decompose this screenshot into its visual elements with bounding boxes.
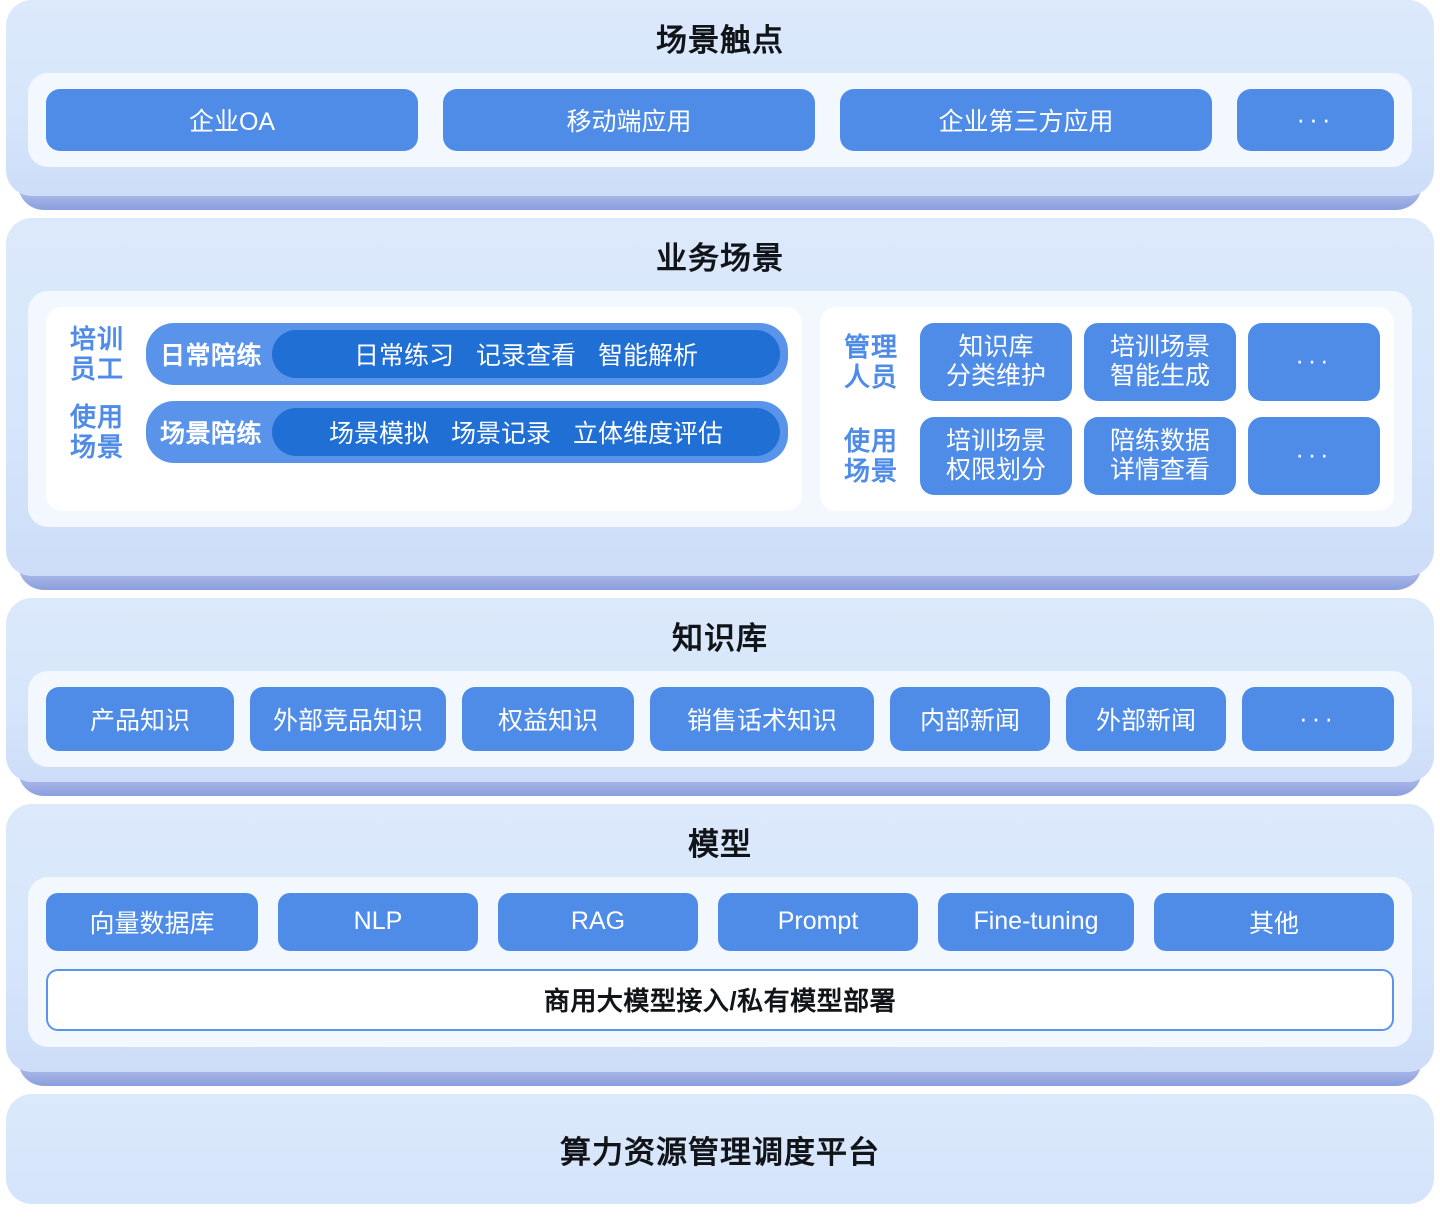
chip-training-data-detail-view[interactable]: 陪练数据 详情查看 — [1084, 416, 1236, 495]
ellipsis-icon[interactable]: ··· — [1242, 686, 1394, 751]
pill-item-scenario-record[interactable]: 场景记录 — [451, 419, 552, 448]
spacer — [0, 1086, 1440, 1094]
chip-line1: 培训场景 — [1109, 333, 1210, 361]
business-right-panel: 管理 人员 知识库 分类维护 — [820, 306, 1394, 511]
spacer — [0, 796, 1440, 804]
model-chip-rag[interactable]: RAG — [498, 892, 698, 951]
role-label-line2: 人员 — [843, 361, 898, 392]
section-title-scene-touchpoints: 场景触点 — [656, 23, 784, 58]
chip-line1: 培训场景 — [945, 427, 1046, 455]
spacer — [0, 210, 1440, 218]
knowledge-base-row: 产品知识 外部竞品知识 权益知识 销售话术知识 内部新闻 外部新闻 ··· — [46, 686, 1394, 751]
business-row-usage-scenario-right: 使用 场景 培训场景 权限划分 — [834, 416, 1380, 495]
business-scenarios-card: 培训 员工 日常陪练 日常练习 记录查看 智能解析 — [28, 290, 1412, 527]
pill-daily-training[interactable]: 日常陪练 日常练习 记录查看 智能解析 — [146, 322, 788, 385]
chip-knowledge-base-category-maintenance[interactable]: 知识库 分类维护 — [920, 322, 1072, 401]
chip-training-scenario-permission-division[interactable]: 培训场景 权限划分 — [920, 416, 1072, 495]
chip-line1: 陪练数据 — [1109, 427, 1210, 455]
model-chip-prompt[interactable]: Prompt — [718, 892, 918, 951]
business-left-panel: 培训 员工 日常陪练 日常练习 记录查看 智能解析 — [46, 306, 802, 511]
kb-chip-internal-news[interactable]: 内部新闻 — [890, 686, 1050, 751]
usage-chip-row: 培训场景 权限划分 陪练数据 详情查看 — [920, 416, 1380, 495]
section-compute-platform: 算力资源管理调度平台 — [6, 1094, 1434, 1204]
role-label-line2: 场景 — [843, 455, 898, 486]
band-body: 知识库 产品知识 外部竞品知识 权益知识 销售话术知识 内部新闻 外部新闻 ··… — [6, 598, 1434, 782]
touchpoints-card: 企业OA 移动端应用 企业第三方应用 ··· — [28, 72, 1412, 167]
section-model: 模型 向量数据库 NLP RAG Prompt Fine-tuning 其他 商… — [0, 804, 1440, 1086]
chip-line1: 知识库 — [958, 333, 1034, 361]
band-body: 模型 向量数据库 NLP RAG Prompt Fine-tuning 其他 商… — [6, 804, 1434, 1072]
spacer — [0, 590, 1440, 598]
ellipsis-icon[interactable]: ··· — [1248, 322, 1380, 401]
role-label-line1: 使用 — [69, 401, 124, 432]
band-body: 场景触点 企业OA 移动端应用 企业第三方应用 ··· — [6, 0, 1434, 196]
pill-label-daily-training: 日常陪练 — [160, 341, 263, 370]
pill-inner-daily-training-items: 日常练习 记录查看 智能解析 — [272, 329, 780, 378]
section-scene-touchpoints: 场景触点 企业OA 移动端应用 企业第三方应用 ··· — [0, 0, 1440, 210]
kb-chip-product-knowledge[interactable]: 产品知识 — [46, 686, 234, 751]
knowledge-base-card: 产品知识 外部竞品知识 权益知识 销售话术知识 内部新闻 外部新闻 ··· — [28, 670, 1412, 767]
ellipsis-icon[interactable]: ··· — [1248, 416, 1380, 495]
chip-line2: 分类维护 — [945, 361, 1046, 390]
model-chip-vector-database[interactable]: 向量数据库 — [46, 892, 258, 951]
section-knowledge-base: 知识库 产品知识 外部竞品知识 权益知识 销售话术知识 内部新闻 外部新闻 ··… — [0, 598, 1440, 796]
business-row-admin-staff: 管理 人员 知识库 分类维护 — [834, 322, 1380, 401]
model-chip-row: 向量数据库 NLP RAG Prompt Fine-tuning 其他 — [46, 892, 1394, 951]
pill-scenario-training[interactable]: 场景陪练 场景模拟 场景记录 立体维度评估 — [146, 400, 788, 463]
model-chip-fine-tuning[interactable]: Fine-tuning — [938, 892, 1134, 951]
touchpoint-chip-enterprise-oa[interactable]: 企业OA — [46, 88, 418, 151]
model-chip-other[interactable]: 其他 — [1154, 892, 1394, 951]
section-title-business-scenarios: 业务场景 — [656, 241, 784, 276]
role-label-admin-staff: 管理 人员 — [834, 332, 908, 392]
section-title-knowledge-base: 知识库 — [672, 621, 768, 656]
chip-line2: 智能生成 — [1109, 361, 1210, 390]
chip-training-scenario-smart-generation[interactable]: 培训场景 智能生成 — [1084, 322, 1236, 401]
pill-label-scenario-training: 场景陪练 — [160, 419, 263, 448]
kb-chip-external-competitor-knowledge[interactable]: 外部竞品知识 — [250, 686, 446, 751]
business-scenarios-grid: 培训 员工 日常陪练 日常练习 记录查看 智能解析 — [46, 306, 1394, 511]
band-body: 业务场景 培训 员工 日常陪练 日常练 — [6, 218, 1434, 576]
business-row-training-staff: 培训 员工 日常陪练 日常练习 记录查看 智能解析 — [60, 322, 788, 385]
touchpoint-chip-third-party-app[interactable]: 企业第三方应用 — [840, 88, 1212, 151]
ellipsis-icon[interactable]: ··· — [1237, 88, 1394, 151]
role-label-line1: 管理 — [843, 331, 898, 362]
pill-item-scenario-simulation[interactable]: 场景模拟 — [328, 419, 429, 448]
model-deployment-bar[interactable]: 商用大模型接入/私有模型部署 — [46, 968, 1394, 1031]
chip-line2: 权限划分 — [945, 455, 1046, 484]
pill-item-smart-analysis[interactable]: 智能解析 — [598, 341, 699, 370]
section-business-scenarios: 业务场景 培训 员工 日常陪练 日常练 — [0, 218, 1440, 590]
role-label-line2: 场景 — [69, 431, 124, 462]
role-label-line1: 使用 — [843, 425, 898, 456]
role-label-usage-scenario-left: 使用 场景 — [60, 402, 134, 462]
pill-inner-scenario-training-items: 场景模拟 场景记录 立体维度评估 — [272, 407, 780, 456]
pill-item-record-view[interactable]: 记录查看 — [476, 341, 577, 370]
section-title-model: 模型 — [688, 827, 752, 862]
model-card: 向量数据库 NLP RAG Prompt Fine-tuning 其他 商用大模… — [28, 876, 1412, 1047]
kb-chip-external-news[interactable]: 外部新闻 — [1066, 686, 1226, 751]
kb-chip-benefits-knowledge[interactable]: 权益知识 — [462, 686, 634, 751]
model-chip-nlp[interactable]: NLP — [278, 892, 478, 951]
role-label-line2: 员工 — [69, 353, 124, 384]
role-label-training-staff: 培训 员工 — [60, 324, 134, 384]
pill-item-multidimensional-evaluation[interactable]: 立体维度评估 — [573, 419, 724, 448]
touchpoint-chip-mobile-app[interactable]: 移动端应用 — [443, 88, 815, 151]
touchpoints-row: 企业OA 移动端应用 企业第三方应用 ··· — [46, 88, 1394, 151]
admin-chip-row: 知识库 分类维护 培训场景 智能生成 — [920, 322, 1380, 401]
kb-chip-sales-script-knowledge[interactable]: 销售话术知识 — [650, 686, 874, 751]
section-title-compute-platform: 算力资源管理调度平台 — [560, 1134, 880, 1170]
business-row-usage-scenario-left: 使用 场景 场景陪练 场景模拟 场景记录 立体维度评估 — [60, 400, 788, 463]
role-label-usage-scenario-right: 使用 场景 — [834, 426, 908, 486]
pill-item-daily-practice[interactable]: 日常练习 — [353, 341, 454, 370]
chip-line2: 详情查看 — [1109, 455, 1210, 484]
role-label-line1: 培训 — [69, 323, 124, 354]
